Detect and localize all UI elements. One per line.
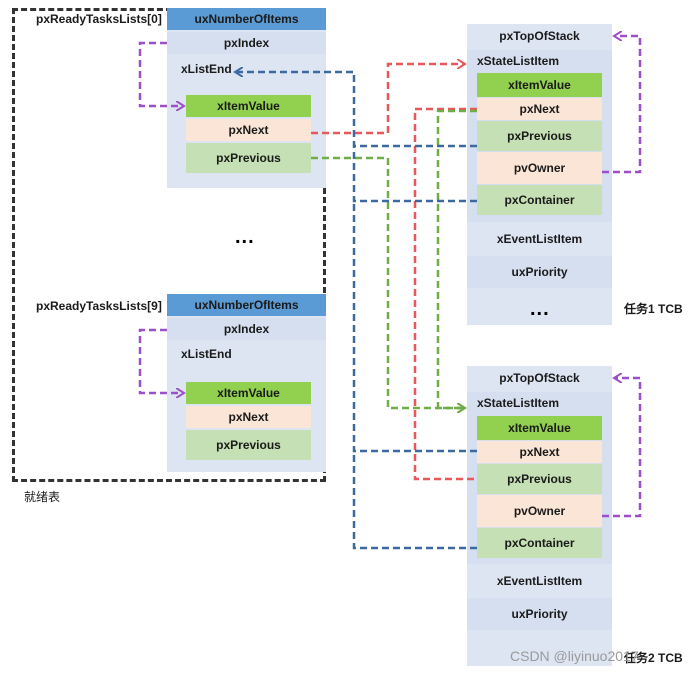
arrow-list0-next xyxy=(311,64,464,135)
tcb2-top-of-stack: pxTopOfStack xyxy=(467,366,612,390)
arrow-list0-previous xyxy=(311,156,464,408)
arrow-tcb1-container xyxy=(236,72,477,203)
tcb2-event-list-item: xEventListItem xyxy=(467,566,612,596)
list9-px-index: pxIndex xyxy=(167,318,326,340)
tcb2-label: 任务2 TCB xyxy=(624,651,683,665)
tcb2-owner: pvOwner xyxy=(477,495,602,527)
list9-num-items: uxNumberOfItems xyxy=(167,294,326,316)
list9-next: pxNext xyxy=(186,406,311,428)
tcb1-label: 任务1 TCB xyxy=(624,302,683,316)
ready-list-9-label: pxReadyTasksLists[9] xyxy=(36,299,162,313)
tcb2-next: pxNext xyxy=(477,441,602,463)
list0-item-value: xItemValue xyxy=(186,95,311,117)
tcb1-event-list-item: xEventListItem xyxy=(467,224,612,254)
arrow-tcb1-previous xyxy=(436,109,477,408)
tcb1-top-of-stack: pxTopOfStack xyxy=(467,24,612,48)
tcb2-container: pxContainer xyxy=(477,528,602,558)
tcb2-previous: pxPrevious xyxy=(477,464,602,494)
tcb1-dots: ... xyxy=(530,298,550,320)
list9-item-value: xItemValue xyxy=(186,382,311,404)
arrow-tcb1-next xyxy=(413,107,477,481)
tcb1-next: pxNext xyxy=(477,98,602,120)
tcb2-item-value: xItemValue xyxy=(477,416,602,440)
ready-list-caption: 就绪表 xyxy=(24,490,61,504)
arrow-tcb2-container xyxy=(352,451,477,550)
arrow-tcb2-next xyxy=(352,201,477,453)
list0-num-items: uxNumberOfItems xyxy=(167,8,326,30)
ready-list-0-label: pxReadyTasksLists[0] xyxy=(36,12,162,26)
tcb2-priority: uxPriority xyxy=(467,598,612,630)
arrow-list0-index xyxy=(138,41,183,106)
list0-previous: pxPrevious xyxy=(186,143,311,173)
list9-list-end: xListEnd xyxy=(181,347,232,361)
arrow-tcb1-owner xyxy=(602,36,642,174)
list0-list-end: xListEnd xyxy=(181,62,232,76)
tcb1-item-value: xItemValue xyxy=(477,73,602,97)
ready-list-dots: ... xyxy=(235,226,255,248)
arrow-list9-index xyxy=(138,328,183,393)
watermark: CSDN @liyinuo2017 xyxy=(510,648,639,664)
tcb1-previous: pxPrevious xyxy=(477,121,602,151)
tcb1-container: pxContainer xyxy=(477,185,602,215)
tcb2-state-list-item: xStateListItem xyxy=(477,396,560,410)
list0-next: pxNext xyxy=(186,119,311,141)
arrow-tcb2-owner xyxy=(602,378,642,518)
tcb1-state-list-item: xStateListItem xyxy=(477,54,560,68)
list9-previous: pxPrevious xyxy=(186,430,311,460)
list0-px-index: pxIndex xyxy=(167,32,326,54)
tcb1-owner: pvOwner xyxy=(477,152,602,184)
tcb1-priority: uxPriority xyxy=(467,256,612,288)
